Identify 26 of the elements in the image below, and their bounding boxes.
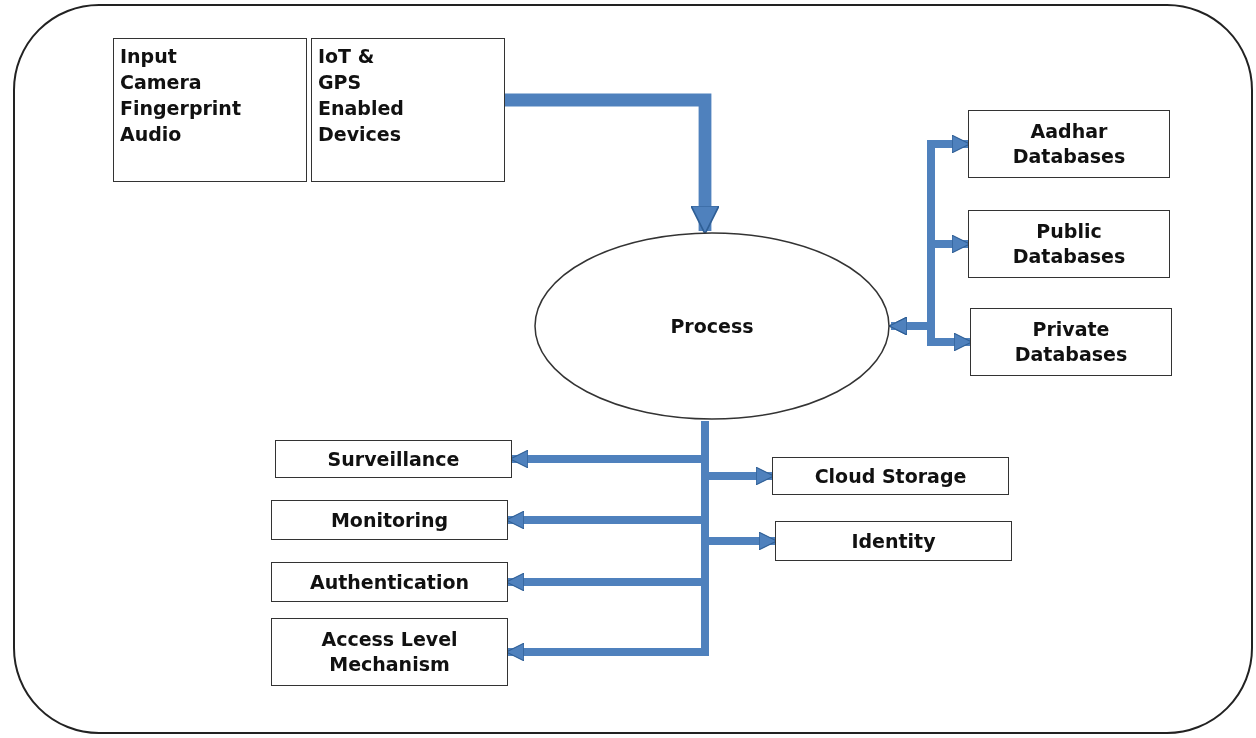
node-label: Private Databases <box>1013 317 1129 367</box>
node-label: Monitoring <box>330 507 449 533</box>
node-label: Access Level Mechanism <box>320 627 459 677</box>
node-label: Input Camera Fingerprint Audio <box>120 44 241 147</box>
node-label: Aadhar Databases <box>1011 119 1127 169</box>
text-box <box>311 38 505 182</box>
text-box <box>271 618 508 686</box>
text-box <box>772 457 1009 495</box>
node-label: Cloud Storage <box>814 463 967 489</box>
block-arrow <box>888 316 973 352</box>
text-box <box>271 500 508 540</box>
node-label: Identity <box>851 528 936 554</box>
node-label: Authentication <box>309 569 470 595</box>
node-label: Public Databases <box>1011 219 1127 269</box>
text-box <box>970 308 1172 376</box>
text-box <box>275 440 512 478</box>
text-box <box>271 562 508 602</box>
node-label: Process <box>670 313 754 339</box>
node-label: Surveillance <box>327 446 460 472</box>
block-arrow <box>505 93 720 235</box>
text-box <box>968 110 1170 178</box>
node-label: IoT & GPS Enabled Devices <box>318 44 404 147</box>
text-box <box>968 210 1170 278</box>
text-box <box>113 38 307 182</box>
text-box <box>775 521 1012 561</box>
process-ellipse <box>533 231 891 421</box>
